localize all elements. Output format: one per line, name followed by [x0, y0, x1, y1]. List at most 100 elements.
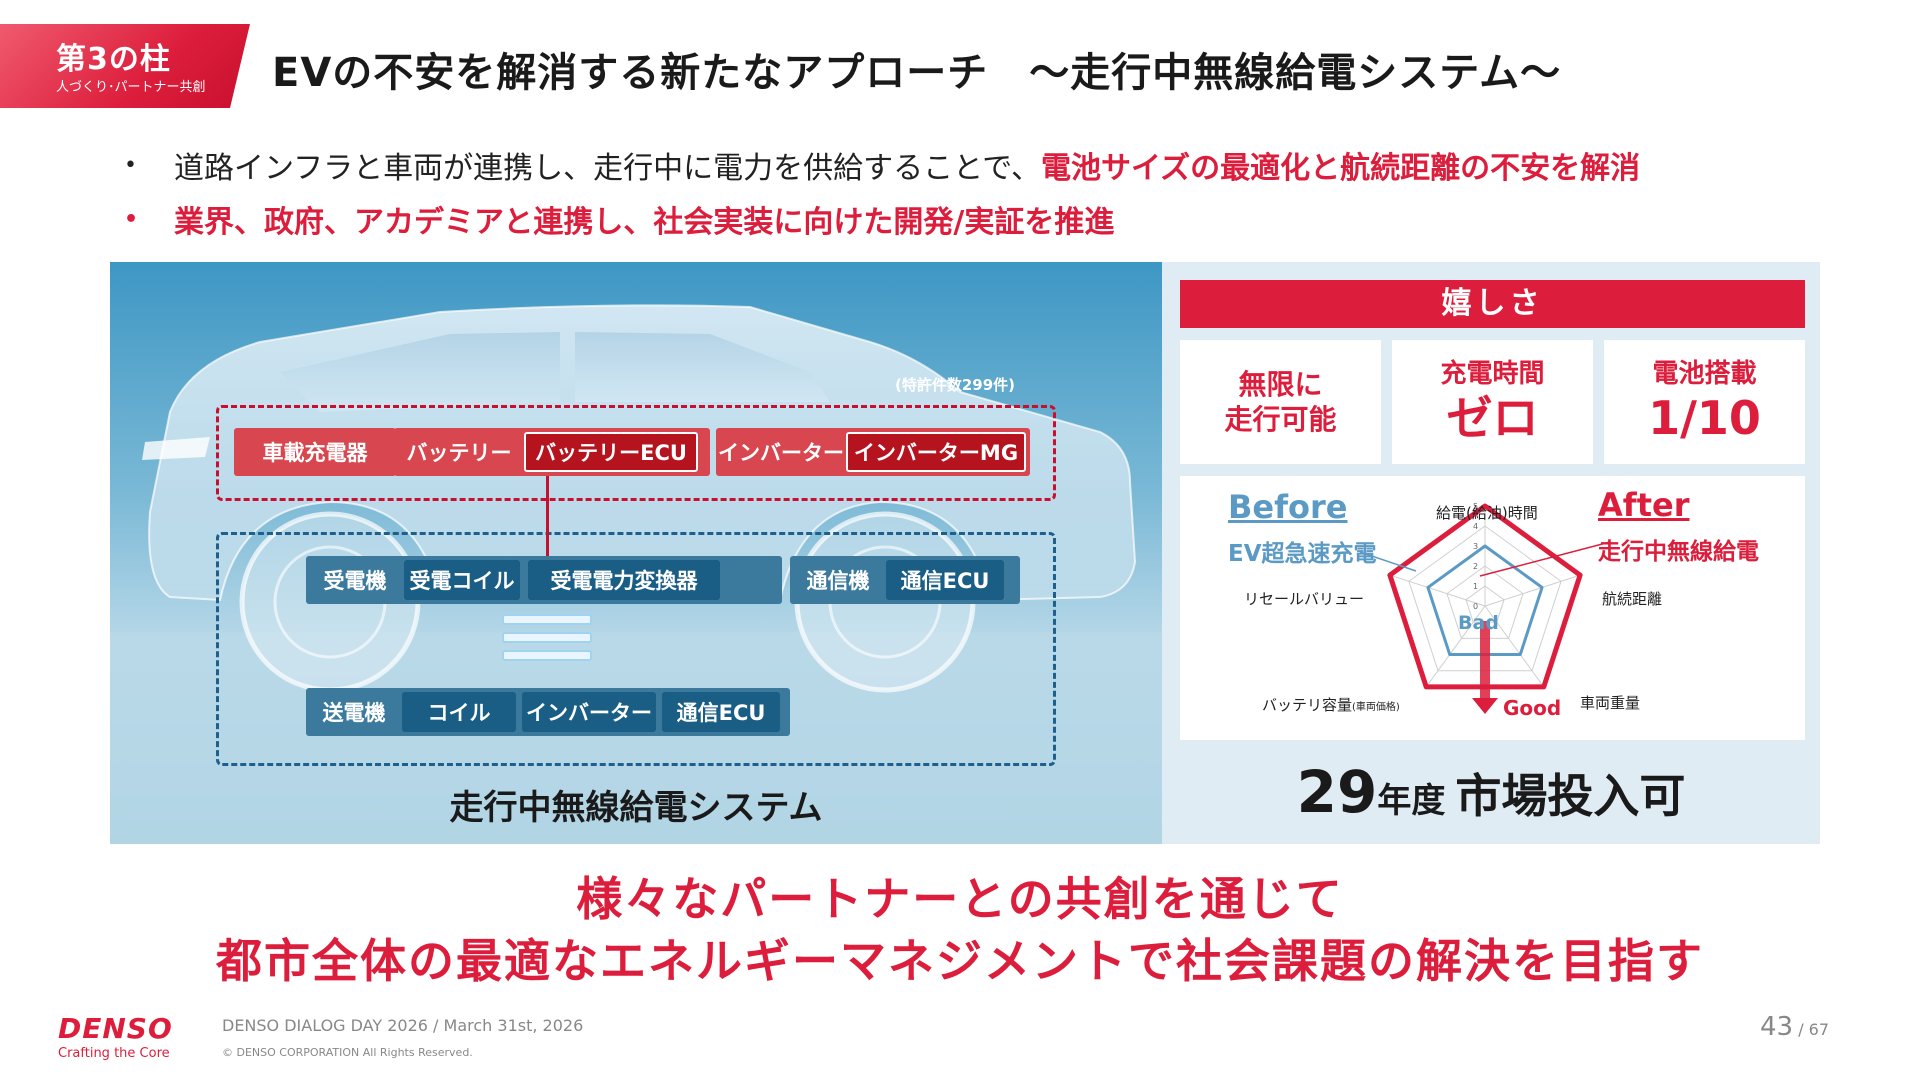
comm-unit-label: 通信機: [806, 569, 870, 593]
radar-axis-spoke: [1425, 605, 1486, 688]
inverter-mg-box: インバーターMG: [846, 432, 1026, 472]
radar-scale-tick: 3: [1473, 542, 1478, 551]
pillar-title: 第3の柱: [56, 42, 171, 77]
vehicle-system-outline: [216, 405, 1056, 501]
radar-axis-spoke: [1484, 605, 1545, 688]
after-pointer-line: [1479, 541, 1611, 577]
connector-line: [546, 472, 549, 602]
market-text: 市場投入可: [1455, 769, 1686, 823]
axis-label-main: バッテリ容量: [1262, 696, 1353, 714]
closing-message: 様々なパートナーとの共創を通じて 都市全体の最適なエネルギーマネジメントで社会課…: [0, 868, 1920, 992]
inverter-box: インバーター インバーターMG: [716, 428, 1030, 476]
market-year-suffix: 年度: [1377, 781, 1446, 821]
radar-scale-tick: 1: [1473, 582, 1478, 591]
battery-label: バッテリー: [406, 441, 512, 465]
onboard-charger-box: 車載充電器: [234, 428, 396, 476]
denso-tagline: Crafting the Core: [58, 1046, 170, 1061]
before-sublabel: EV超急速充電: [1228, 541, 1377, 567]
receiver-converter-box: 受電電力変換器: [528, 560, 720, 600]
axis-label-left: リセールバリュー: [1244, 590, 1365, 608]
closing-message-line1: 様々なパートナーとの共創を通じて: [576, 872, 1344, 926]
receiver-converter-label: 受電電力変換器: [550, 569, 698, 593]
radar-axis-spoke: [1389, 574, 1486, 607]
bullet-item: • 業界、政府、アカデミアと連携し、社会実装に向けた開発/実証を推進: [120, 192, 1640, 246]
benefit-card-line2: 1/10: [1648, 390, 1761, 445]
axis-label-bottom-right: 車両重量: [1580, 694, 1641, 712]
inverter-mg-label: インバーターMG: [853, 441, 1019, 465]
benefit-card: 電池搭載 1/10: [1604, 340, 1805, 464]
transmitter-comm-ecu-box: 通信ECU: [662, 692, 780, 732]
battery-ecu-box: バッテリーECU: [524, 432, 698, 472]
benefits-panel: 嬉しさ 無限に 走行可能 充電時間 ゼロ 電池搭載 1/10 Before EV…: [1162, 262, 1820, 844]
bullet-item: • 道路インフラと車両が連携し、走行中に電力を供給することで、 電池サイズの最適…: [120, 138, 1640, 192]
wireless-system-outline: [216, 532, 1056, 766]
radar-scale-tick: 2: [1473, 562, 1478, 571]
bullet-text: 道路インフラと車両が連携し、走行中に電力を供給することで、: [174, 151, 1041, 186]
benefit-card-line1: 電池搭載: [1652, 359, 1757, 390]
benefit-card-line2: ゼロ: [1446, 390, 1539, 445]
axis-label-right: 航続距離: [1602, 590, 1663, 608]
denso-logo: DENSO: [58, 1012, 173, 1045]
bullet-emphasis: 業界、政府、アカデミアと連携し、社会実装に向けた開発/実証を推進: [174, 205, 1115, 240]
bullet-marker: •: [124, 152, 137, 178]
footer-event: DENSO DIALOG DAY 2026 / March 31st, 2026: [222, 1016, 584, 1035]
coil-box: コイル: [402, 692, 516, 732]
after-sublabel: 走行中無線給電: [1598, 539, 1759, 565]
radar-chart: 5 4 3 2 1 0: [1359, 502, 1611, 714]
benefit-card: 無限に 走行可能: [1180, 340, 1381, 464]
benefit-card: 充電時間 ゼロ: [1392, 340, 1593, 464]
benefits-header: 嬉しさ: [1180, 280, 1805, 328]
page-total: / 67: [1798, 1020, 1830, 1039]
system-diagram-panel: (特許件数299件) 車載充電器 バッテリー バッテリーECU インバーター イ…: [110, 262, 1162, 844]
benefit-card-line2: 走行可能: [1224, 403, 1337, 436]
benefit-card-line1: 充電時間: [1440, 359, 1545, 390]
pillar-subtitle: 人づくり･パートナー共創: [56, 80, 206, 95]
good-label: Good: [1503, 696, 1562, 720]
patent-count-note: (特許件数299件): [895, 376, 1016, 394]
wireless-wave: [502, 614, 592, 625]
system-caption: 走行中無線給電システム: [449, 788, 823, 828]
wireless-wave: [502, 650, 592, 661]
radar-scale-tick: 4: [1473, 522, 1478, 531]
page-current: 43: [1760, 1012, 1794, 1042]
footer-copyright: © DENSO CORPORATION All Rights Reserved.: [222, 1046, 473, 1059]
before-label: Before: [1228, 488, 1348, 526]
coil-label: コイル: [427, 701, 491, 725]
radar-scale-tick: 5: [1473, 502, 1478, 511]
bad-label: Bad: [1458, 612, 1499, 634]
comm-ecu-box: 通信ECU: [886, 560, 1004, 600]
battery-box: バッテリー バッテリーECU: [394, 428, 710, 476]
market-year: 29: [1296, 758, 1378, 826]
receiver-label: 受電機: [323, 569, 387, 593]
good-arrow-shaft: [1480, 621, 1490, 699]
bullet-marker: •: [124, 206, 139, 232]
axis-label-small: (車両価格): [1352, 702, 1400, 713]
bullet-list: • 道路インフラと車両が連携し、走行中に電力を供給することで、 電池サイズの最適…: [120, 138, 1640, 246]
good-arrow-head: [1472, 698, 1498, 714]
transmitter-comm-ecu-label: 通信ECU: [676, 701, 766, 725]
receiver-box: 受電機 受電コイル 受電電力変換器: [306, 556, 782, 604]
radar-axis-spoke: [1484, 574, 1581, 607]
radar-scale-tick: 0: [1473, 602, 1478, 611]
benefit-card-line1: 無限に: [1238, 368, 1323, 401]
onboard-charger-label: 車載充電器: [262, 441, 368, 465]
receiver-coil-box: 受電コイル: [404, 560, 520, 600]
page-number: 43 / 67: [1760, 1012, 1829, 1042]
transmitter-inverter-box: インバーター: [522, 692, 656, 732]
bullet-emphasis: 電池サイズの最適化と航続距離の不安を解消: [1041, 151, 1641, 186]
page-title: EVの不安を解消する新たなアプローチ ～走行中無線給電システム～: [272, 50, 1562, 96]
before-pointer-line: [1359, 551, 1417, 572]
transmitter-label: 送電機: [322, 701, 386, 725]
transmitter-box: 送電機 コイル インバーター 通信ECU: [306, 688, 790, 736]
axis-label-bottom-left: バッテリ容量(車両価格): [1262, 694, 1400, 715]
after-label: After: [1598, 486, 1690, 524]
inverter-label: インバーター: [718, 441, 844, 465]
wireless-wave: [502, 632, 592, 643]
transmitter-inverter-label: インバーター: [526, 701, 652, 725]
receiver-coil-label: 受電コイル: [409, 569, 515, 593]
comm-unit-box: 通信機 通信ECU: [790, 556, 1020, 604]
battery-ecu-label: バッテリーECU: [535, 441, 687, 465]
closing-message-line2: 都市全体の最適なエネルギーマネジメントで社会課題の解決を目指す: [216, 934, 1704, 989]
pillar-tag: 第3の柱 人づくり･パートナー共創: [0, 24, 250, 108]
